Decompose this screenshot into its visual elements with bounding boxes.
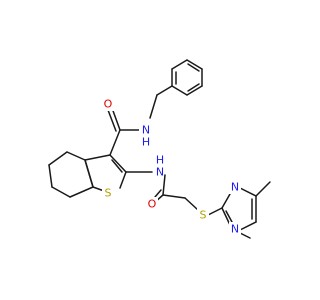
bond — [207, 207, 223, 216]
bond — [225, 210, 233, 223]
bond — [171, 59, 188, 70]
bond — [162, 174, 166, 196]
atom-oxygen: O — [148, 198, 157, 211]
atom-labels: O N H S N H O S N N — [102, 97, 241, 236]
bond — [184, 197, 199, 211]
bond — [187, 63, 200, 72]
bond — [111, 107, 121, 131]
bond — [66, 151, 86, 161]
bond — [221, 207, 231, 226]
atom-nitrogen: N — [231, 181, 239, 194]
bond — [109, 154, 127, 173]
bond — [239, 187, 257, 197]
bond — [109, 129, 121, 156]
bond — [69, 186, 94, 198]
bond — [111, 159, 123, 173]
bond — [84, 159, 94, 188]
bond — [255, 181, 271, 197]
bond — [162, 194, 186, 199]
atom-sulfur: S — [105, 187, 112, 200]
bond — [156, 85, 173, 96]
atom-nitrogen: N — [156, 166, 164, 179]
bond — [51, 186, 71, 198]
atom-hydrogen: H — [142, 136, 150, 149]
atom-nitrogen: N — [231, 223, 239, 236]
bond — [107, 109, 117, 132]
bond — [186, 85, 203, 96]
bond — [119, 171, 127, 189]
bond — [48, 151, 68, 166]
atom-hydrogen: H — [156, 154, 164, 167]
bond — [154, 189, 162, 198]
bond — [48, 164, 53, 188]
bonds — [48, 59, 271, 239]
atom-oxygen: O — [104, 98, 113, 111]
atom-nitrogen: N — [142, 124, 150, 137]
bond — [187, 83, 200, 92]
bond — [239, 221, 257, 231]
molecule-diagram: O N H S N H O S N N — [48, 59, 271, 239]
bond — [171, 85, 188, 96]
atom-sulfur: S — [200, 209, 207, 222]
bond — [84, 154, 111, 161]
bond — [221, 193, 231, 209]
structure-drawing: O N H S N H O S N N — [48, 59, 271, 239]
bond — [186, 59, 203, 70]
bond — [149, 94, 158, 119]
